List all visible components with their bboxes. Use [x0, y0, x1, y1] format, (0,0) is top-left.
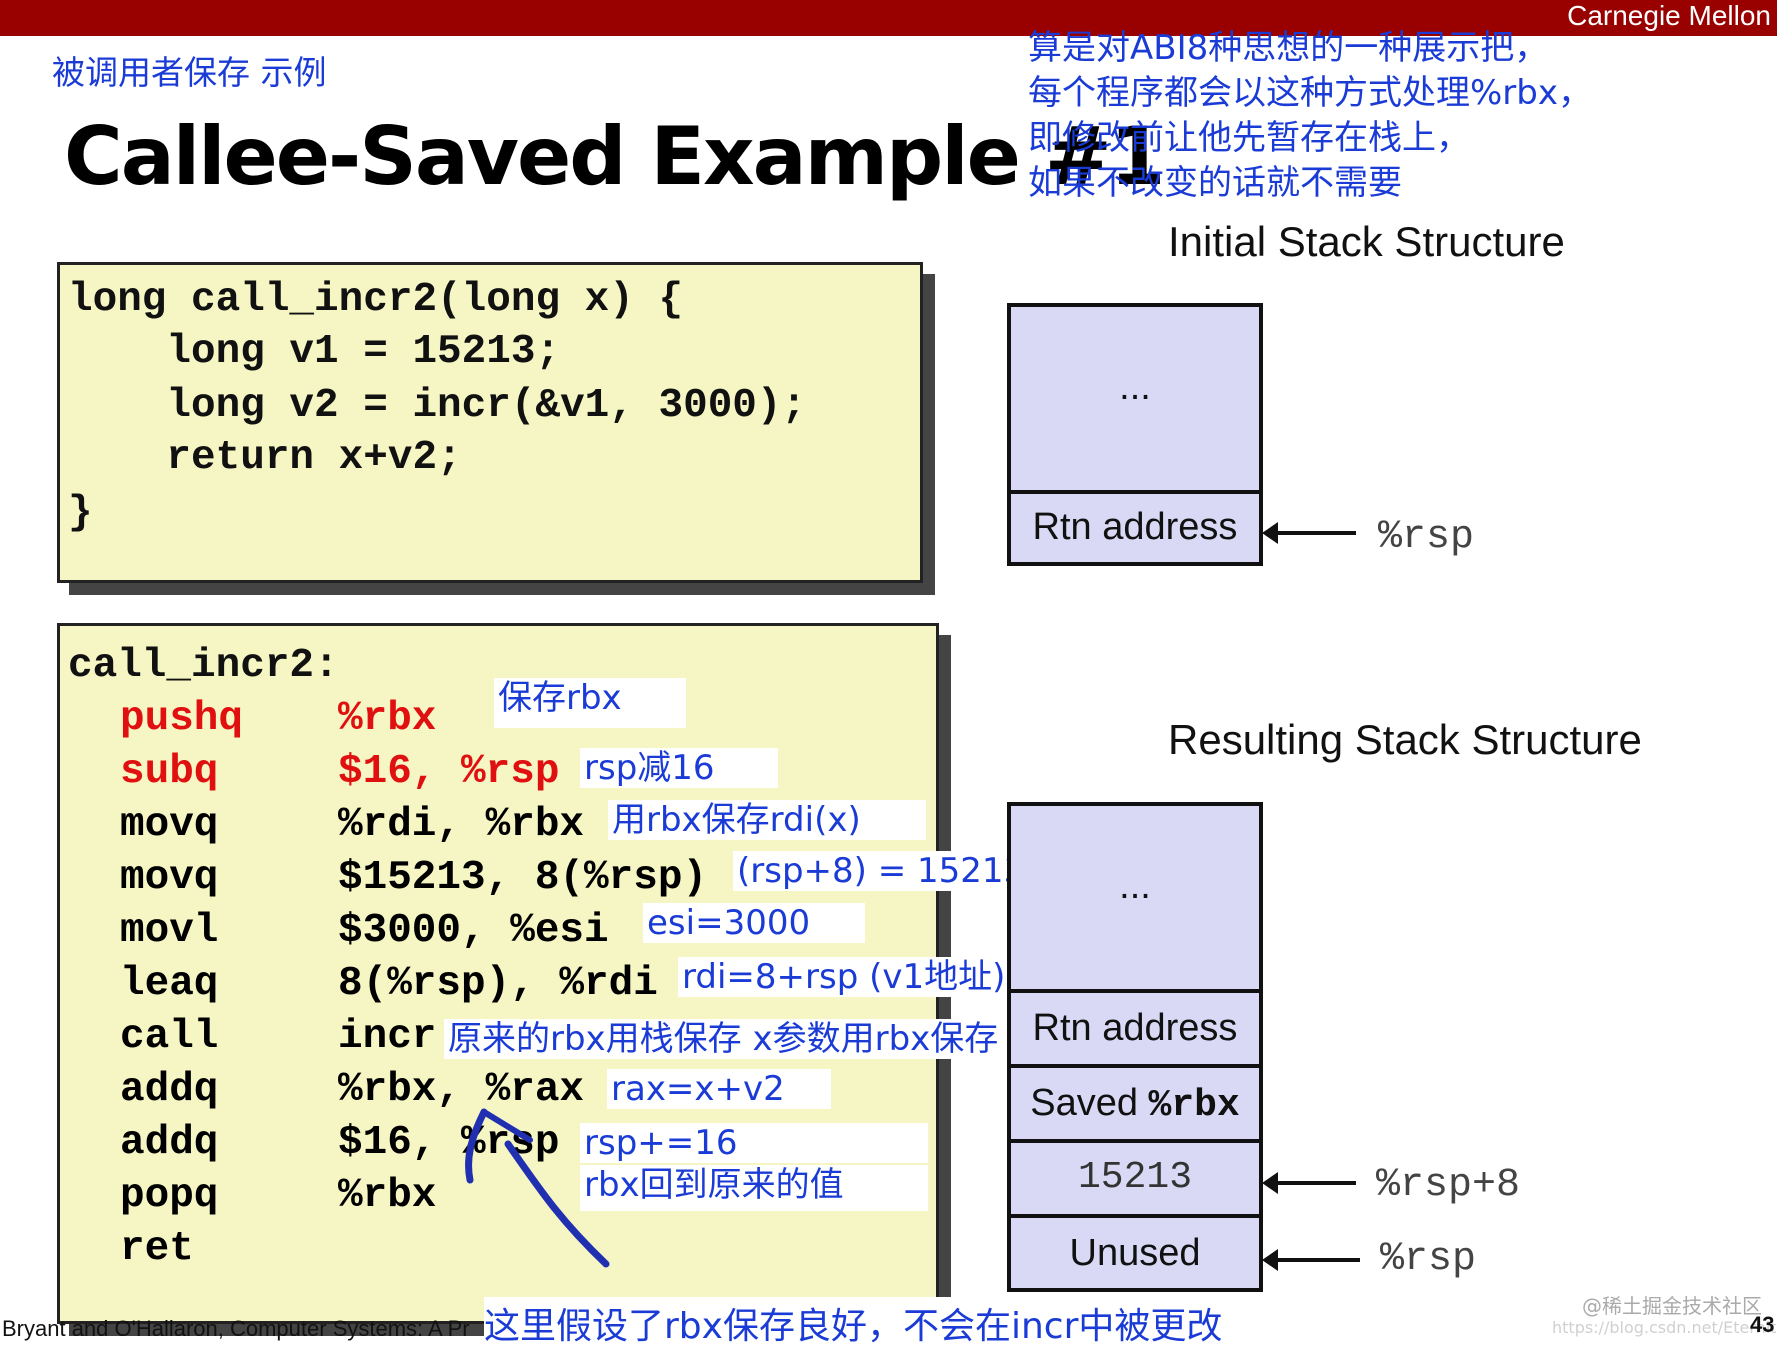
asm-mnemonic: addq [120, 1120, 219, 1166]
stack-cell-ellipsis: ... [1119, 865, 1151, 907]
footer-credit: Bryant and O'Hallaron, Computer Systems:… [2, 1316, 470, 1341]
asm-mnemonic: call [120, 1014, 219, 1060]
saved-prefix: Saved [1030, 1082, 1149, 1124]
asm-mnemonic: movq [120, 855, 219, 901]
asm-mnemonic: subq [120, 749, 219, 795]
rsp-arrow [1262, 522, 1356, 544]
code-line: long call_incr2(long x) { [68, 277, 684, 323]
stack-cell-unused: Unused [1011, 1214, 1259, 1289]
annotation-rbx-saves-rdi: 用rbx保存rdi(x) [608, 800, 926, 840]
annotation-save-rbx: 保存rbx [494, 678, 686, 728]
stack-cell-ellipsis: ... [1119, 366, 1151, 408]
asm-mnemonic: addq [120, 1067, 219, 1113]
code-line: return x+v2; [68, 435, 462, 481]
asm-mnemonic: ret [120, 1226, 194, 1272]
asm-operand: %rbx [338, 1173, 437, 1219]
asm-operand: %rdi, %rbx [338, 802, 585, 848]
stack-cell-rtn-address: Rtn address [1011, 490, 1259, 562]
annotation-rsp8: (rsp+8) = 15213 [733, 851, 1025, 891]
rsp8-arrow [1262, 1172, 1356, 1194]
asm-operand: %rbx, %rax [338, 1067, 585, 1113]
asm-operand: %rbx [338, 696, 437, 742]
note-line: 算是对ABI8种思想的一种展示把， [1028, 28, 1549, 68]
asm-operand: $15213, 8(%rsp) [338, 855, 708, 901]
annotation-call: 原来的rbx用栈保存 x参数用rbx保存 [444, 1019, 1003, 1059]
asm-label: call_incr2: [68, 643, 339, 689]
bottom-note: 这里假设了rbx保存良好，不会在incr中被更改 [484, 1297, 1223, 1349]
saved-register: %rbx [1148, 1084, 1240, 1127]
c-code-box: long call_incr2(long x) { long v1 = 1521… [57, 262, 923, 583]
annotation-rbx-restore: rbx回到原来的值 [580, 1165, 928, 1211]
rsp8-label: %rsp+8 [1376, 1163, 1521, 1208]
annotation-rax: rax=x+v2 [607, 1069, 831, 1109]
asm-operand: 8(%rsp), %rdi [338, 961, 658, 1007]
stack-cell-15213: 15213 [1011, 1139, 1259, 1214]
brand-logo: Carnegie Mellon [1567, 0, 1771, 31]
annotation-esi: esi=3000 [643, 903, 865, 943]
rsp-bottom-label: %rsp [1380, 1237, 1477, 1282]
chinese-subtitle: 被调用者保存 示例 [52, 53, 327, 92]
stack-cell-saved-rbx: Saved %rbx [1011, 1064, 1259, 1139]
asm-mnemonic: movq [120, 802, 219, 848]
annotation-rdi: rdi=8+rsp (v1地址) [678, 957, 1018, 997]
asm-mnemonic: pushq [120, 696, 244, 742]
asm-mnemonic: popq [120, 1173, 219, 1219]
handwritten-scribble [465, 1108, 610, 1268]
code-line: long v2 = incr(&v1, 3000); [68, 383, 807, 429]
code-line: } [68, 490, 93, 536]
initial-stack-heading: Initial Stack Structure [1168, 218, 1565, 265]
note-line: 即修改前让他先暂存在栈上， [1028, 118, 1470, 158]
note-line: 每个程序都会以这种方式处理%rbx， [1028, 73, 1592, 113]
result-stack-heading: Resulting Stack Structure [1168, 716, 1642, 763]
asm-operand: incr [338, 1014, 437, 1060]
rsp-label: %rsp [1378, 515, 1475, 560]
asm-mnemonic: leaq [120, 961, 219, 1007]
page-number: 43 [1750, 1312, 1775, 1337]
asm-operand: $3000, %esi [338, 908, 609, 954]
url-watermark: https://blog.csdn.net/Eternity [1552, 1318, 1777, 1337]
top-note: 算是对ABI8种思想的一种展示把， 每个程序都会以这种方式处理%rbx， 即修改… [1028, 26, 1668, 206]
watermark: @稀土掘金技术社区 [1582, 1294, 1762, 1318]
rsp-bottom-arrow [1262, 1249, 1360, 1271]
asm-mnemonic: movl [120, 908, 219, 954]
code-line: long v1 = 15213; [68, 329, 561, 375]
slide-title: Callee-Saved Example #1 [64, 110, 1165, 203]
annotation-rsp-minus: rsp减16 [580, 748, 778, 788]
stack-cell-rtn-address: Rtn address [1011, 989, 1259, 1064]
result-stack: ... Rtn address Saved %rbx 15213 Unused [1007, 802, 1263, 1292]
asm-operand: $16, %rsp [338, 749, 560, 795]
initial-stack: ... Rtn address [1007, 303, 1263, 566]
header-bar [0, 0, 1777, 36]
annotation-rsp-plus: rsp+=16 [580, 1123, 928, 1163]
note-line: 如果不改变的话就不需要 [1028, 163, 1402, 203]
